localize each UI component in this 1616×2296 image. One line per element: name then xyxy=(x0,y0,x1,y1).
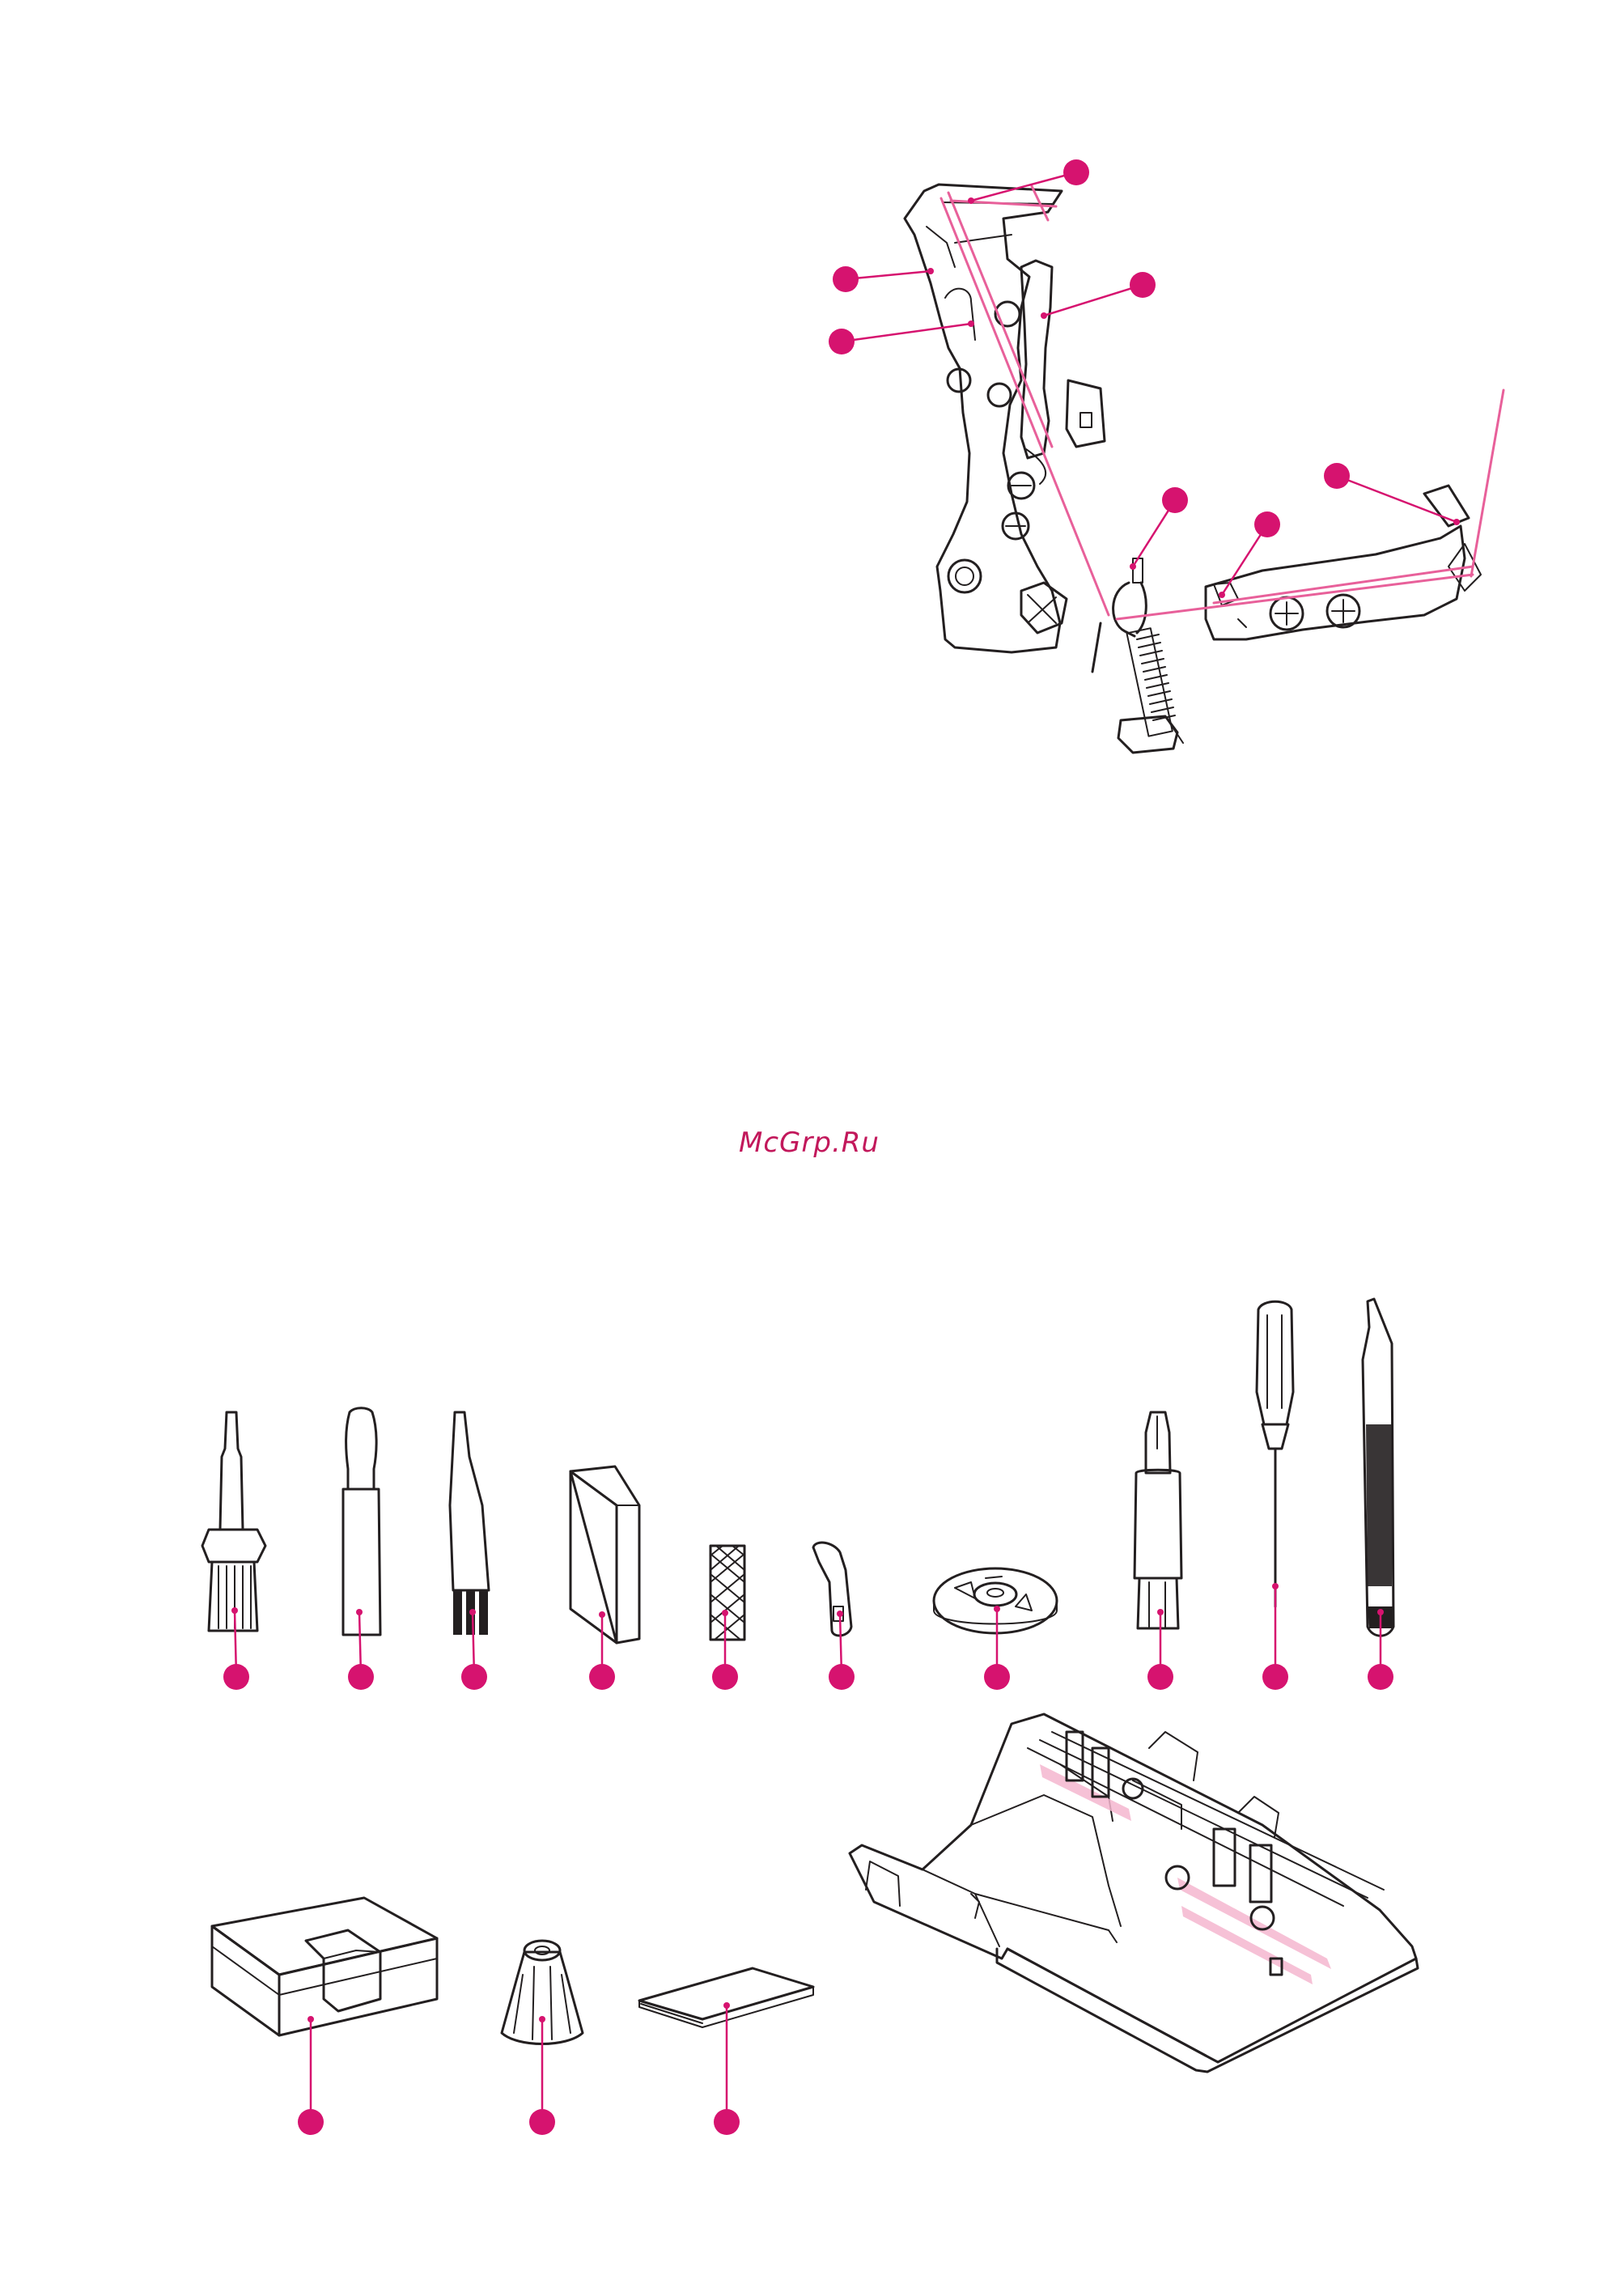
thread-guide-assembly xyxy=(829,159,1504,753)
callout-7 xyxy=(1219,511,1280,598)
callout-5 xyxy=(1324,463,1460,525)
long-screwdriver xyxy=(1257,1301,1293,1690)
accessory-box xyxy=(212,1898,437,2135)
thread-guide-spring xyxy=(1092,558,1183,753)
callout-2 xyxy=(833,266,934,292)
spool-net xyxy=(710,1546,744,1690)
screwdriver-brush xyxy=(202,1412,265,1690)
thread-guide-bar xyxy=(1206,486,1481,639)
watermark-text: McGrp.Ru xyxy=(664,1127,955,1159)
tweezers xyxy=(1363,1299,1393,1690)
screw xyxy=(948,560,981,592)
needle-packet xyxy=(639,1968,813,2135)
accessories-bottom xyxy=(212,1714,1418,2135)
accessories-row xyxy=(202,1299,1393,1690)
screw xyxy=(988,384,1011,406)
callout-6 xyxy=(1130,487,1188,570)
cleaning-brush xyxy=(450,1412,489,1690)
callout-4 xyxy=(1041,272,1156,319)
callout-3 xyxy=(829,320,974,354)
guide-bracket xyxy=(905,185,1062,652)
spool-cap xyxy=(502,1941,583,2135)
waste-tray xyxy=(850,1714,1418,2072)
spool-disc xyxy=(934,1568,1057,1690)
spool-holder-pin xyxy=(343,1408,380,1690)
needle-inserter xyxy=(1135,1412,1181,1690)
hook-tool xyxy=(813,1543,855,1690)
callouts-top xyxy=(829,159,1460,598)
thread-path xyxy=(941,186,1504,619)
foam-pad xyxy=(570,1466,639,1690)
callout-1 xyxy=(968,159,1089,204)
